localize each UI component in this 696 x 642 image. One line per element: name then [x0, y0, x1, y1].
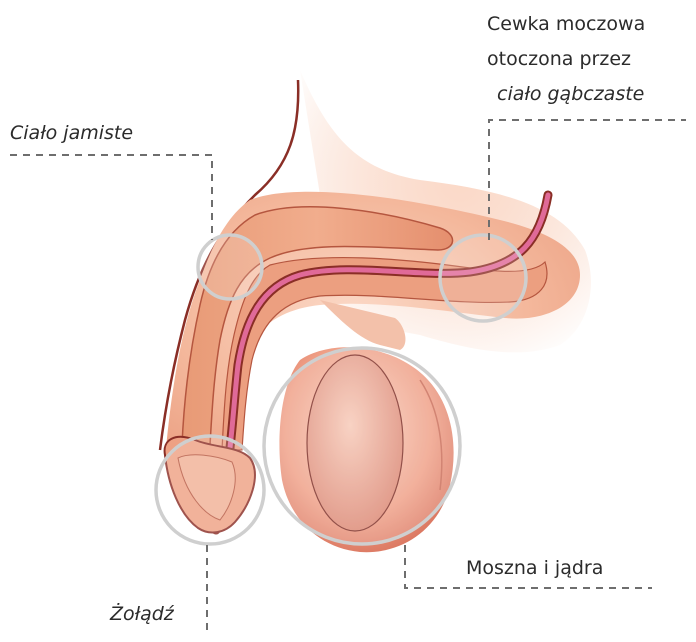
circle-callout-icon	[156, 436, 264, 544]
label-urethra-line3: ciało gąbczaste	[497, 83, 644, 105]
label-glans: Żołądź	[109, 602, 175, 625]
label-corpus-cavernosum: Ciało jamiste	[10, 122, 133, 144]
circle-callout-icon	[198, 235, 262, 299]
label-urethra-line2: otoczona przez	[487, 48, 631, 70]
leader-corpus-cavernosum	[10, 155, 212, 240]
label-urethra-line1: Cewka moczowa	[487, 13, 645, 35]
circle-callout-icon	[440, 235, 526, 321]
label-scrotum: Moszna i jądra	[466, 557, 603, 579]
circle-callout-icon	[264, 348, 460, 544]
